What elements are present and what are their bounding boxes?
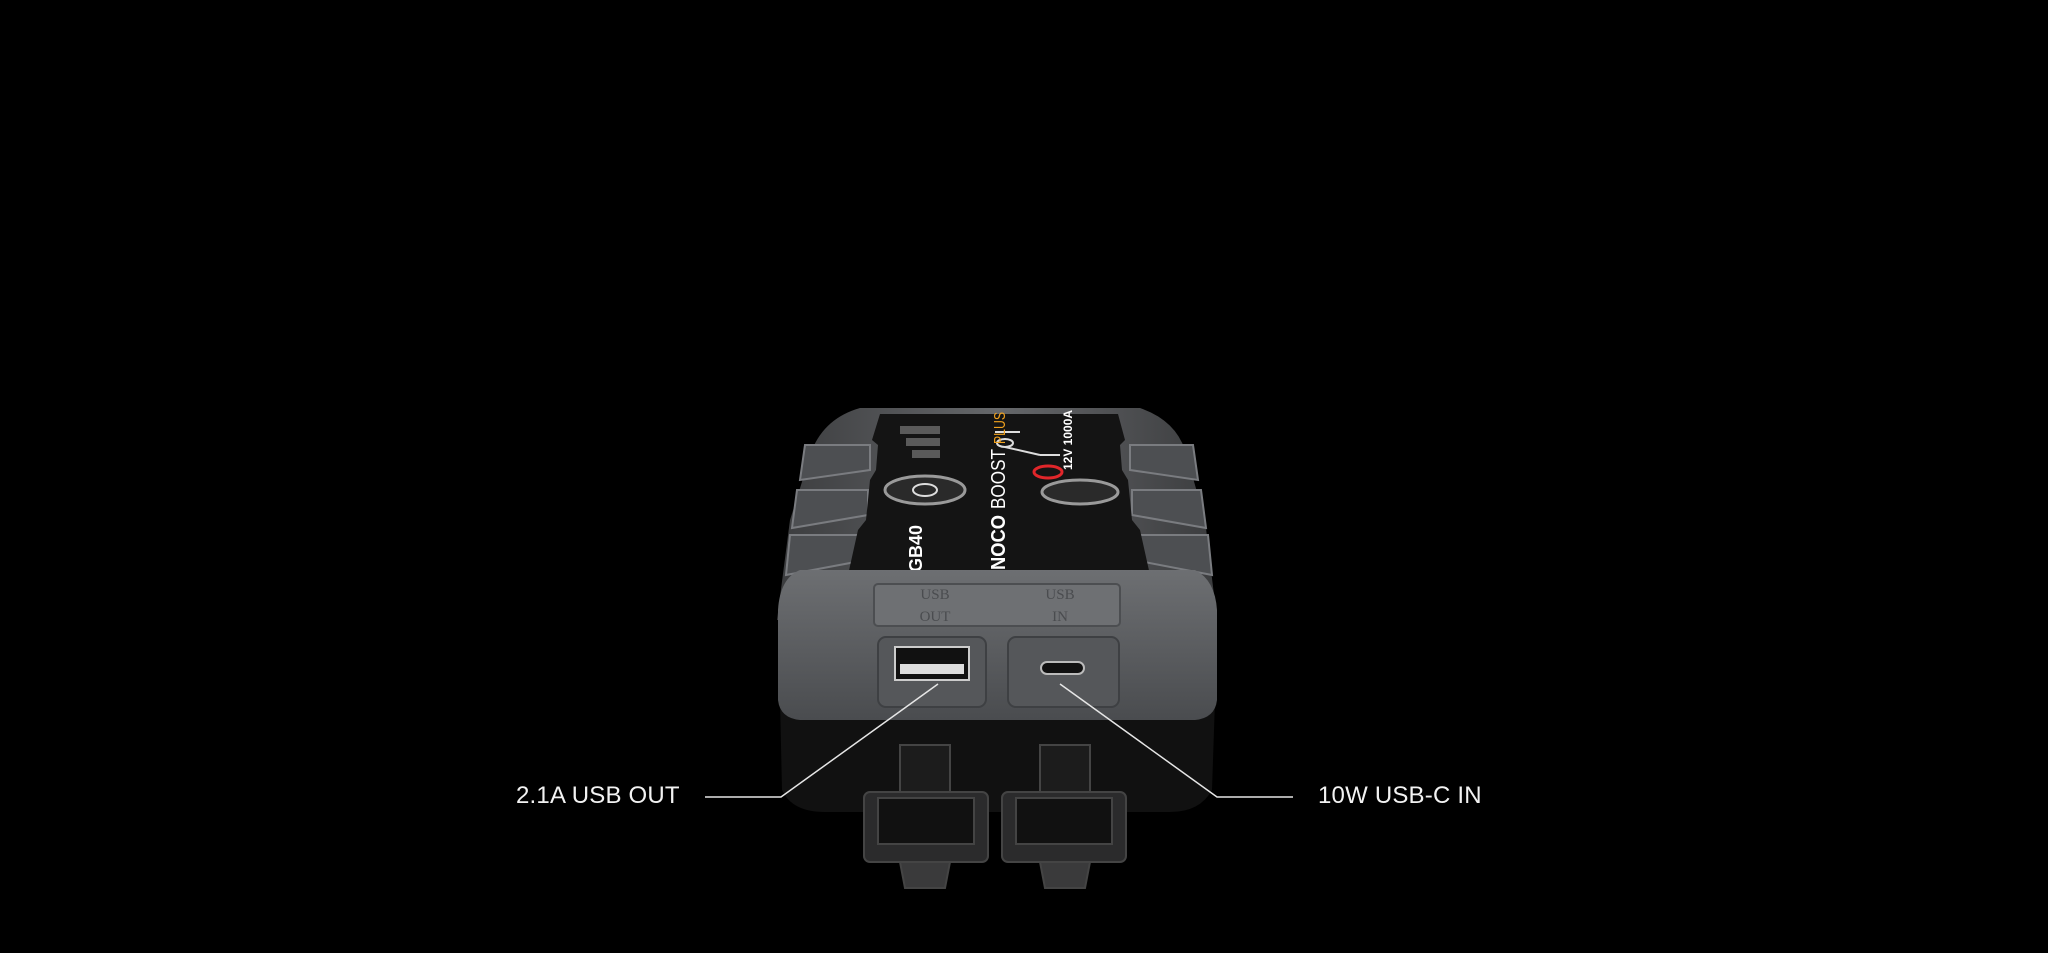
usb-out-label: USB <box>920 587 949 603</box>
battery-level-icon <box>900 426 940 458</box>
clamp-indicator-icon <box>995 431 1060 456</box>
device-base <box>780 700 1215 812</box>
device-housing: NOCO BOOST PLUS GB40 12V 1000A <box>777 408 1217 620</box>
cable-clamp-right <box>1001 744 1127 889</box>
rating-label: 12V 1000A <box>1061 410 1075 470</box>
port-label-strip <box>873 583 1121 627</box>
callout-usb-out: 2.1A USB OUT <box>516 782 680 809</box>
light-button[interactable] <box>1040 478 1120 506</box>
power-button[interactable] <box>883 474 967 506</box>
usb-c-port[interactable] <box>1007 636 1120 708</box>
model-label: GB40 <box>906 525 926 572</box>
callout-line-usb-c-in <box>1059 683 1293 798</box>
product-suffix: PLUS <box>992 412 1009 444</box>
power-indicator-icon <box>1032 464 1064 480</box>
usb-out-label-2: OUT <box>920 609 951 625</box>
product-name: BOOST <box>988 449 1010 509</box>
cable-clamp-left <box>863 744 989 889</box>
brand-name: NOCO <box>988 515 1010 570</box>
brand-logo: NOCO BOOST PLUS GB40 12V 1000A <box>906 410 1075 572</box>
usb-a-port[interactable] <box>877 636 987 708</box>
usb-in-label: USB <box>1045 587 1074 603</box>
callout-line-usb-out <box>705 683 939 798</box>
usb-in-label-2: IN <box>1052 609 1068 625</box>
callout-usb-c-in: 10W USB-C IN <box>1318 782 1482 809</box>
